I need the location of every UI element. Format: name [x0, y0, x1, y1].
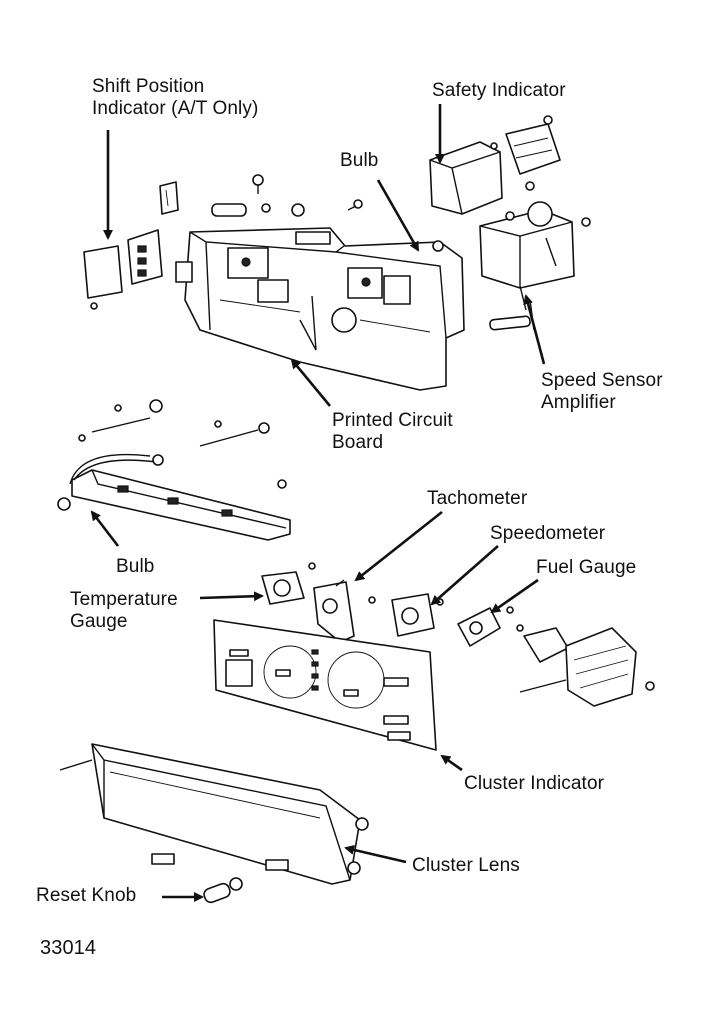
label-shift-line2: Indicator (A/T Only): [92, 98, 259, 119]
label-bulb-top: Bulb: [340, 150, 379, 171]
label-temp-line1: Temperature: [70, 589, 178, 610]
speed-sensor-amplifier-part: [479, 201, 591, 331]
connector-part: [516, 624, 655, 707]
label-cluster-lens: Cluster Lens: [412, 855, 520, 876]
reset-knob-part: [203, 877, 243, 904]
printed-circuit-board-part: [175, 203, 465, 391]
label-shift-line1: Shift Position: [92, 76, 205, 97]
screws-top: [252, 174, 444, 252]
label-safety-indicator: Safety Indicator: [432, 80, 566, 101]
label-reset-knob: Reset Knob: [36, 885, 137, 906]
shift-position-indicator-part: [83, 181, 179, 310]
label-temperature-gauge: Temperature Gauge: [70, 589, 178, 633]
fuel-gauge-part: [457, 606, 514, 647]
lamp-wiring-part: [57, 399, 291, 541]
figure-number: 33014: [40, 937, 97, 959]
label-speed-line1: Speed Sensor: [541, 370, 663, 391]
leader-arrows: [90, 104, 546, 902]
label-speed-sensor-amplifier: Speed Sensor Amplifier: [541, 370, 663, 414]
cluster-lens-part: [59, 743, 369, 885]
label-pcb-line1: Printed Circuit: [332, 410, 453, 431]
cluster-indicator-part: [213, 619, 437, 751]
label-speed-line2: Amplifier: [541, 392, 616, 413]
label-temp-line2: Gauge: [70, 611, 128, 632]
label-cluster-indicator: Cluster Indicator: [464, 773, 605, 794]
label-printed-circuit-board: Printed Circuit Board: [332, 410, 453, 454]
label-shift-position-indicator: Shift Position Indicator (A/T Only): [92, 76, 258, 120]
safety-indicator-part: [429, 115, 561, 215]
label-speedometer: Speedometer: [490, 523, 606, 544]
label-tachometer: Tachometer: [427, 488, 528, 509]
label-pcb-line2: Board: [332, 432, 384, 453]
temperature-gauge-part: [261, 562, 316, 605]
label-fuel-gauge: Fuel Gauge: [536, 557, 637, 578]
tachometer-part: [313, 579, 376, 643]
label-bulb-left: Bulb: [116, 556, 155, 577]
